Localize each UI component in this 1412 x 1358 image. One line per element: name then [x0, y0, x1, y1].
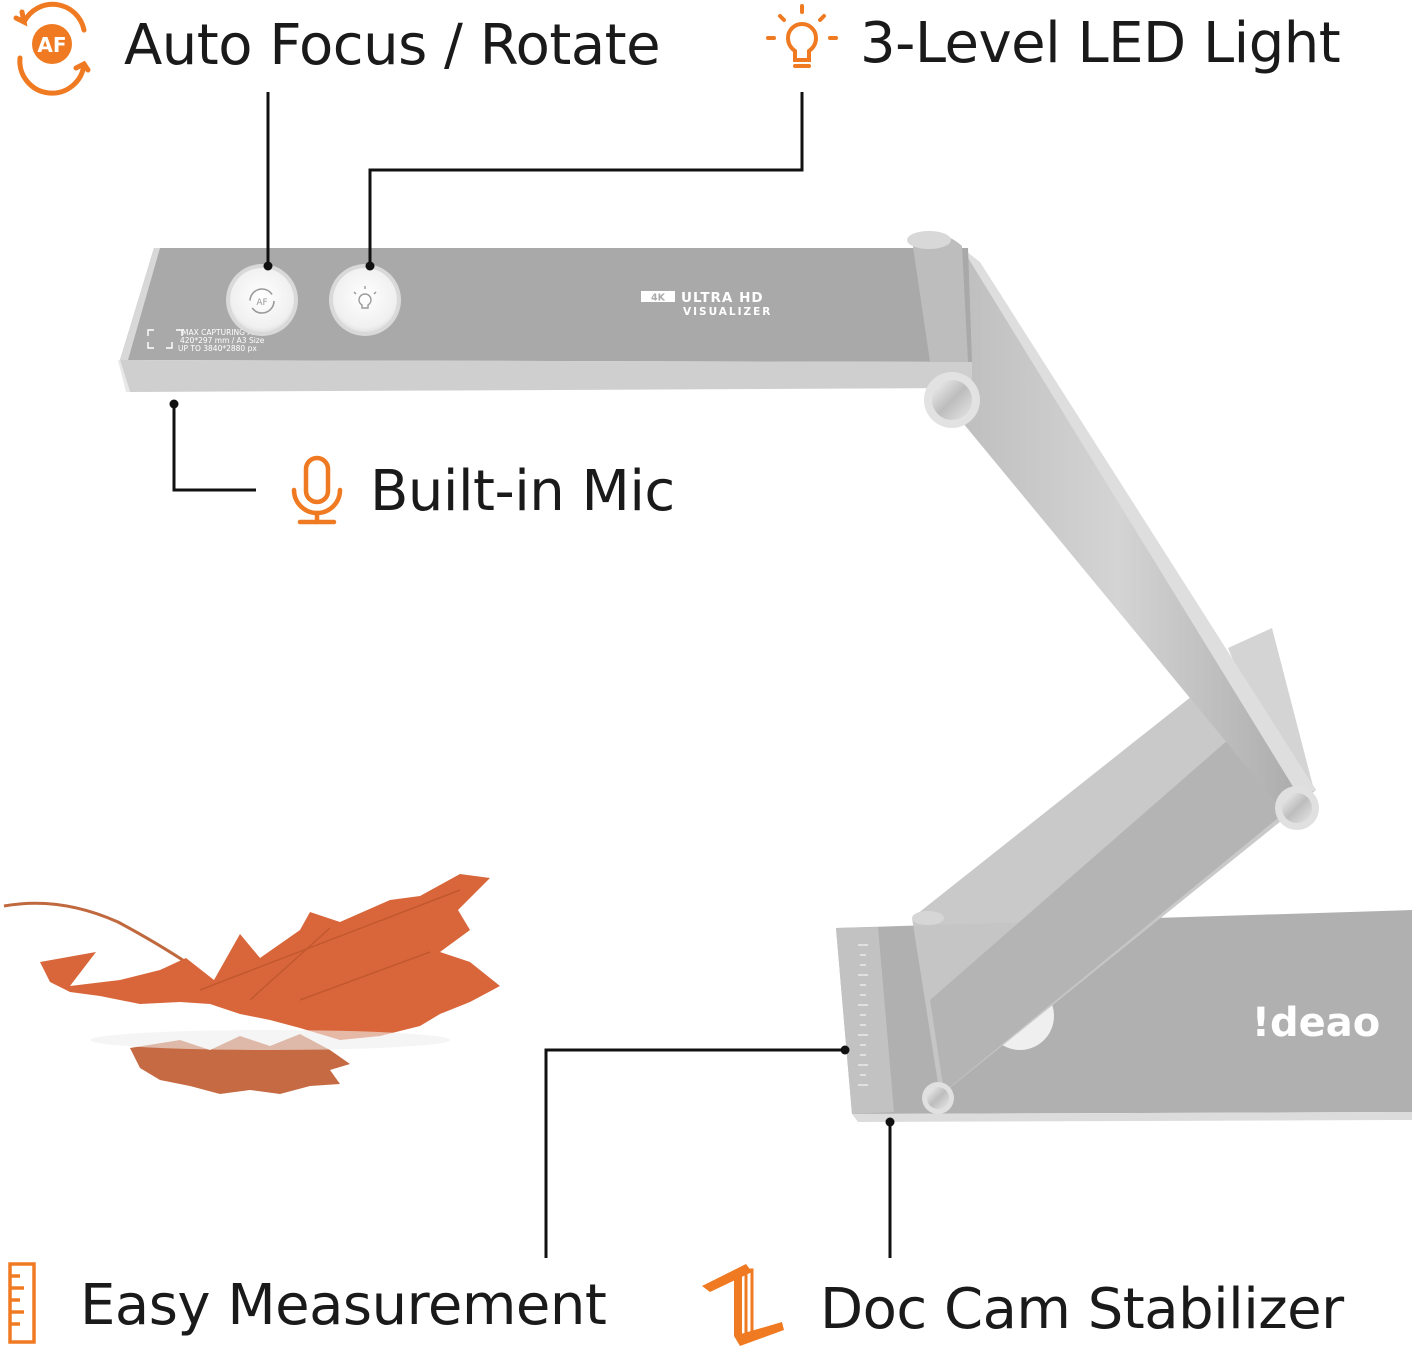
product-badge: 4K ULTRA HD VISUALIZER [641, 290, 772, 318]
callout-lines [172, 92, 892, 1258]
light-bulb-icon [766, 4, 838, 68]
af-badge-text: AF [37, 33, 66, 57]
af-button-label: AF [256, 298, 267, 308]
callout-dots [169, 261, 895, 1127]
badge-4k-box [641, 291, 675, 302]
feature-label-stabilizer: Doc Cam Stabilizer [820, 1277, 1344, 1342]
feature-label-measurement: Easy Measurement [80, 1273, 607, 1338]
ruler-icon [8, 1262, 36, 1344]
led-button-bulb-icon [353, 286, 377, 309]
camera-head: MAX CAPTURING AREA 420*297 mm / A3 Size … [118, 234, 972, 392]
callout-line-mic [172, 404, 256, 492]
capture-resolution-text: UP TO 3840*2880 px [178, 344, 257, 353]
capture-area-text: MAX CAPTURING AREA [182, 328, 268, 337]
capture-area-marks [147, 329, 183, 349]
feature-label-mic: Built-in Mic [370, 459, 675, 524]
callout-line-measurement [544, 1048, 845, 1258]
microphone-icon [291, 455, 343, 525]
feature-label-auto-focus: Auto Focus / Rotate [124, 13, 661, 78]
ruler-ticks [858, 944, 868, 1086]
upper-arm [920, 240, 1316, 812]
callout-line-led [368, 92, 804, 266]
feature-label-led-light: 3-Level LED Light [860, 11, 1341, 76]
brand-logo: !deao [1252, 1000, 1380, 1046]
stabilizer-stand-icon [702, 1264, 784, 1346]
product-line1-text: ULTRA HD [681, 290, 764, 306]
capture-size-text: 420*297 mm / A3 Size [180, 336, 265, 345]
af-button[interactable]: AF [226, 264, 298, 336]
badge-4k-text: 4K [651, 293, 666, 304]
measurement-ruler [836, 927, 894, 1114]
product-line2-text: VISUALIZER [683, 306, 772, 318]
led-button[interactable] [329, 264, 401, 336]
hinge-knobs [907, 231, 1319, 1114]
af-button-rotate-icon [249, 288, 275, 314]
autumn-leaves [3, 874, 500, 1094]
auto-focus-rotate-icon: AF [13, 1, 91, 96]
